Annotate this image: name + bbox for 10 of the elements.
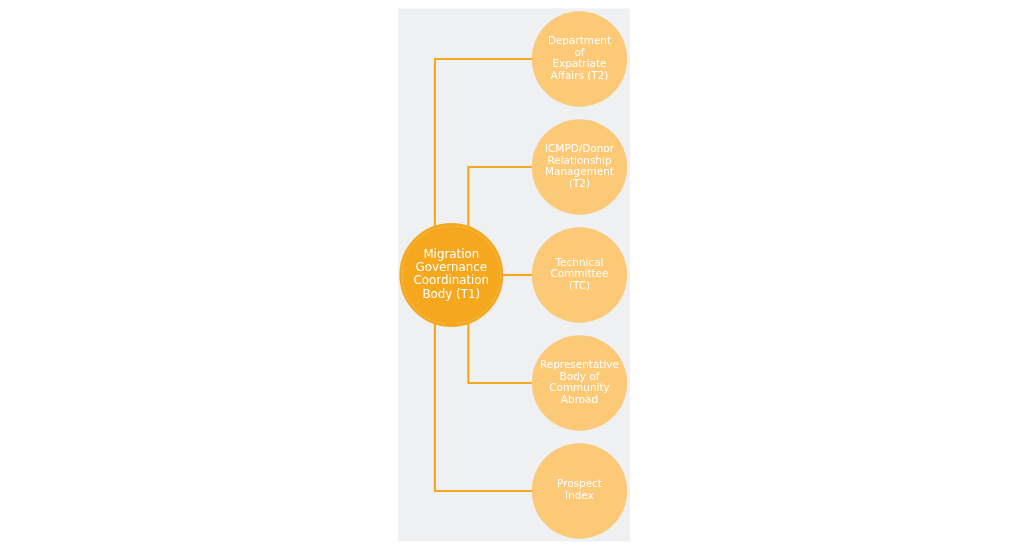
connector: [467, 165, 532, 228]
connector: [467, 322, 532, 385]
node-circle: Technical Committee (TC): [531, 227, 628, 323]
node-circle: Department of Expatriate Affairs (T2): [531, 11, 628, 107]
connector: [433, 57, 532, 228]
node-circle: Prospect Index: [531, 443, 628, 539]
connector: [501, 273, 532, 277]
node-circle: ICMPD/Donor Relationship Management (T2): [531, 119, 628, 215]
node-circle: Representative Body of Community Abroad: [531, 335, 628, 431]
connector: [433, 322, 532, 493]
